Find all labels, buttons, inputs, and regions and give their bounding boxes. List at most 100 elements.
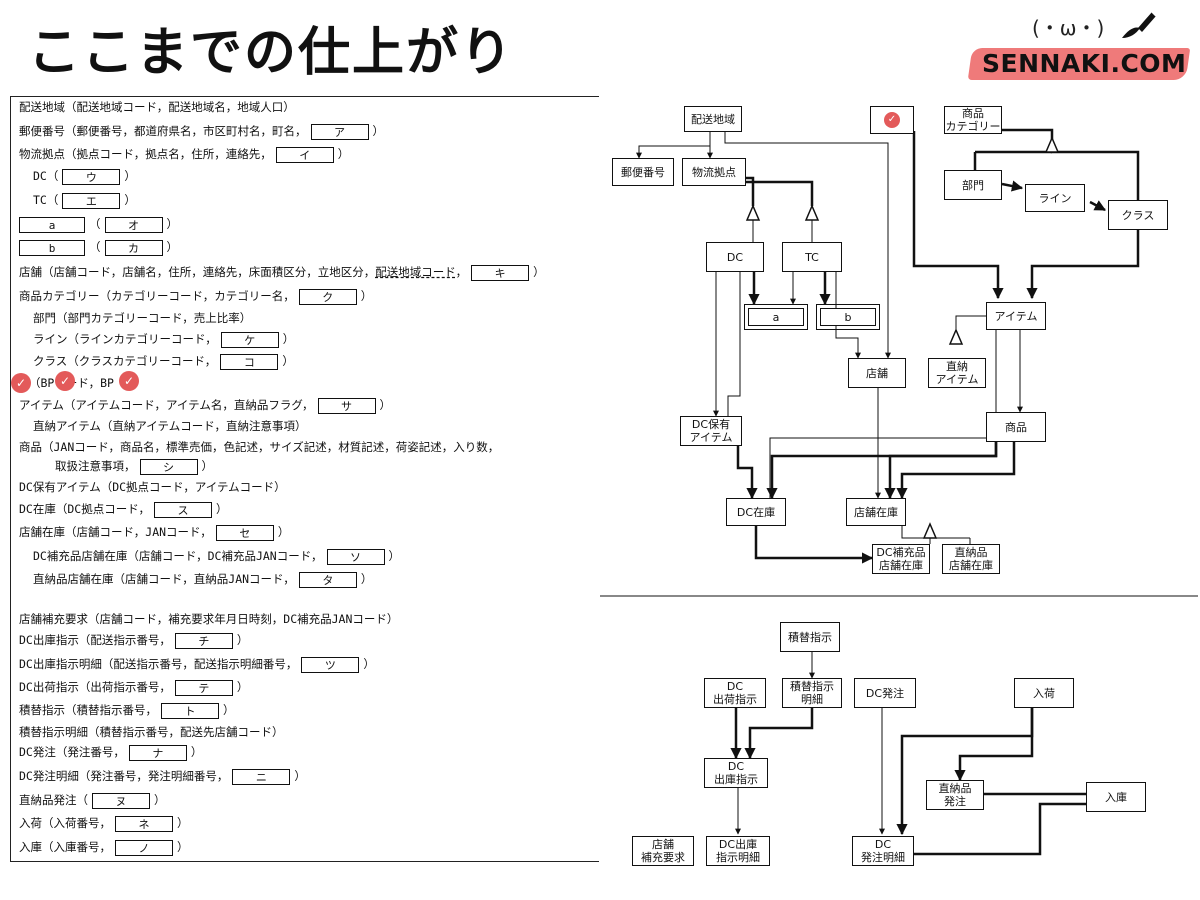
entity-nyuka[interactable]: 入荷 <box>1014 678 1074 708</box>
schema-line: アイテム（アイテムコード，アイテム名，直納品フラグ，サ） <box>19 397 392 414</box>
answer-blank[interactable]: エ <box>62 192 121 209</box>
schema-line: 部門（部門カテゴリーコード，売上比率） <box>33 311 252 325</box>
entity-tsumikae-shiji-meisai[interactable]: 積替指示 明細 <box>782 678 842 708</box>
page-title: ここまでの仕上がり <box>28 23 515 83</box>
schema-line: 商品（JANコード，商品名，標準売価，色記述，サイズ記述，材質記述，荷姿記述，入… <box>19 440 500 454</box>
answer-blank[interactable]: ソ <box>326 548 385 565</box>
answer-blank[interactable]: ナ <box>128 744 187 761</box>
answer-blank[interactable]: シ <box>139 458 198 475</box>
schema-line: 店舗在庫（店舗コード，JANコード，セ） <box>19 524 290 541</box>
schema-line: TC（エ） <box>33 192 136 209</box>
schema-line: 直納品発注（ヌ） <box>19 792 166 809</box>
entity-yubin-bango[interactable]: 郵便番号 <box>612 158 674 186</box>
schema-line: 直納品店舗在庫（店舗コード，直納品JANコード，タ） <box>33 571 373 588</box>
answer-blank[interactable]: カ <box>104 239 163 256</box>
entity-tenpo-zaiko[interactable]: 店舗在庫 <box>846 498 906 526</box>
answer-blank[interactable]: ヌ <box>92 792 150 809</box>
entity-dc-shukko-shiji-meisai[interactable]: DC出庫 指示明細 <box>706 836 770 866</box>
answer-blank[interactable]: オ <box>104 216 163 233</box>
brand-text: SENNAKI.COM <box>982 49 1187 78</box>
er-diagram: 配送地域 郵便番号 物流拠点 ✓ 商品 カテゴリー 部門 ライン クラス DC … <box>600 96 1200 900</box>
answer-blank[interactable]: ノ <box>115 839 173 856</box>
answer-blank[interactable]: セ <box>215 524 274 541</box>
check-stamp-icon: ✓ <box>55 371 75 391</box>
entity-dc-shukko-shiji[interactable]: DC 出庫指示 <box>704 758 768 788</box>
schema-line: b（カ） <box>15 237 178 257</box>
schema-line: DC補充品店舗在庫（店舗コード，DC補充品JANコード，ソ） <box>33 548 401 565</box>
brand-logo[interactable]: (・ω・) SENNAKI.COM <box>967 8 1191 84</box>
schema-line: DC保有アイテム（DC拠点コード，アイテムコード） <box>19 480 286 494</box>
schema-line: 積替指示（積替指示番号，ト） <box>19 702 235 719</box>
entity-haiso-chiiki[interactable]: 配送地域 <box>684 106 742 132</box>
answer-blank[interactable]: コ <box>220 353 279 370</box>
entity-class[interactable]: クラス <box>1108 200 1168 230</box>
entity-tenpo-hoju-yokyu[interactable]: 店舗 補充要求 <box>632 836 694 866</box>
entity-chokunohin-tenpo-zaiko[interactable]: 直納品 店舗在庫 <box>942 544 1000 574</box>
entity-dc-zaiko[interactable]: DC在庫 <box>726 498 786 526</box>
schema-line: 入荷（入荷番号，ネ） <box>19 815 189 832</box>
answer-blank[interactable]: テ <box>174 679 233 696</box>
schema-line: 積替指示明細（積替指示番号，配送先店舗コード） <box>19 725 284 739</box>
entity-dc-hojuhin-tenpo-zaiko[interactable]: DC補充品 店舗在庫 <box>872 544 930 574</box>
schema-line: DC発注明細（発注番号，発注明細番号，ニ） <box>19 768 306 785</box>
entity-dc-shukka-shiji[interactable]: DC 出荷指示 <box>704 678 766 708</box>
entity-dc-hatchu[interactable]: DC発注 <box>854 678 916 708</box>
answer-blank[interactable]: ネ <box>115 815 173 832</box>
brand-face: (・ω・) <box>1032 16 1105 40</box>
schema-line: 物流拠点（拠点コード，拠点名，住所，連絡先，イ） <box>19 146 350 163</box>
entity-tenpo[interactable]: 店舗 <box>848 358 906 388</box>
entity-item[interactable]: アイテム <box>986 302 1046 330</box>
entity-shohin-category[interactable]: 商品 カテゴリー <box>944 106 1002 134</box>
answer-blank[interactable]: ス <box>153 501 212 518</box>
answer-blank[interactable]: ツ <box>301 656 360 673</box>
entity-chokunohin-hatchu[interactable]: 直納品 発注 <box>926 780 984 810</box>
schema-line: 入庫（入庫番号，ノ） <box>19 839 189 856</box>
entity-line[interactable]: ライン <box>1025 184 1085 212</box>
entity-chokuno-item[interactable]: 直納 アイテム <box>928 358 986 388</box>
answer-blank[interactable]: b <box>19 239 85 256</box>
entity-bp[interactable]: ✓ <box>870 106 914 134</box>
entity-dc-hatchu-meisai[interactable]: DC 発注明細 <box>852 836 914 866</box>
schema-line: 配送地域（配送地域コード，配送地域名，地域人口） <box>19 100 295 114</box>
entity-tc[interactable]: TC <box>782 242 842 272</box>
schema-line: 店舗（店舗コード，店舗名，住所，連絡先，床面積区分，立地区分，配送地域コード，キ… <box>19 264 545 281</box>
schema-line: クラス（クラスカテゴリーコード，コ） <box>33 353 294 370</box>
schema-line: DC在庫（DC拠点コード，ス） <box>19 501 228 518</box>
answer-blank[interactable]: ニ <box>232 768 291 785</box>
schema-document: 配送地域（配送地域コード，配送地域名，地域人口） 郵便番号（郵便番号，都道府県名… <box>10 96 599 862</box>
answer-blank[interactable]: a <box>19 216 85 233</box>
answer-blank[interactable]: ト <box>161 702 219 719</box>
schema-line: DC出庫指示（配送指示番号，チ） <box>19 632 249 649</box>
entity-butsuryu-kyoten[interactable]: 物流拠点 <box>682 158 746 186</box>
answer-blank[interactable]: ア <box>310 123 369 140</box>
entity-bumon[interactable]: 部門 <box>944 170 1002 200</box>
entity-tsumikae-shiji[interactable]: 積替指示 <box>780 622 840 652</box>
answer-blank[interactable]: イ <box>275 146 334 163</box>
schema-line: DC出荷指示（出荷指示番号，テ） <box>19 679 249 696</box>
check-stamp-icon: ✓ <box>884 112 900 128</box>
answer-blank[interactable]: ウ <box>62 168 121 185</box>
check-stamp-icon: ✓ <box>11 373 31 393</box>
entity-b[interactable]: b <box>816 304 880 330</box>
schema-line: 郵便番号（郵便番号，都道府県名，市区町村名，町名，ア） <box>19 123 384 140</box>
answer-blank[interactable]: サ <box>317 397 376 414</box>
entity-shohin[interactable]: 商品 <box>986 412 1046 442</box>
answer-blank[interactable]: ケ <box>220 331 279 348</box>
er-connectors <box>600 128 1198 856</box>
brush-icon <box>1122 11 1157 38</box>
schema-line: DC発注（発注番号，ナ） <box>19 744 203 761</box>
entity-a[interactable]: a <box>744 304 808 330</box>
schema-line: DC出庫指示明細（配送指示番号，配送指示明細番号，ツ） <box>19 656 375 673</box>
answer-blank[interactable]: チ <box>174 632 233 649</box>
schema-line: a（オ） <box>15 214 178 234</box>
entity-nyuko[interactable]: 入庫 <box>1086 782 1146 812</box>
answer-blank[interactable]: キ <box>471 264 530 281</box>
schema-line: 取扱注意事項，シ） <box>55 458 213 475</box>
check-stamp-icon: ✓ <box>119 371 139 391</box>
schema-line: DC（ウ） <box>33 168 136 185</box>
entity-dc[interactable]: DC <box>706 242 764 272</box>
answer-blank[interactable]: タ <box>298 571 357 588</box>
answer-blank[interactable]: ク <box>298 288 357 305</box>
schema-line: ライン（ラインカテゴリーコード，ケ） <box>33 331 295 348</box>
entity-dc-hoyu-item[interactable]: DC保有 アイテム <box>680 416 742 446</box>
